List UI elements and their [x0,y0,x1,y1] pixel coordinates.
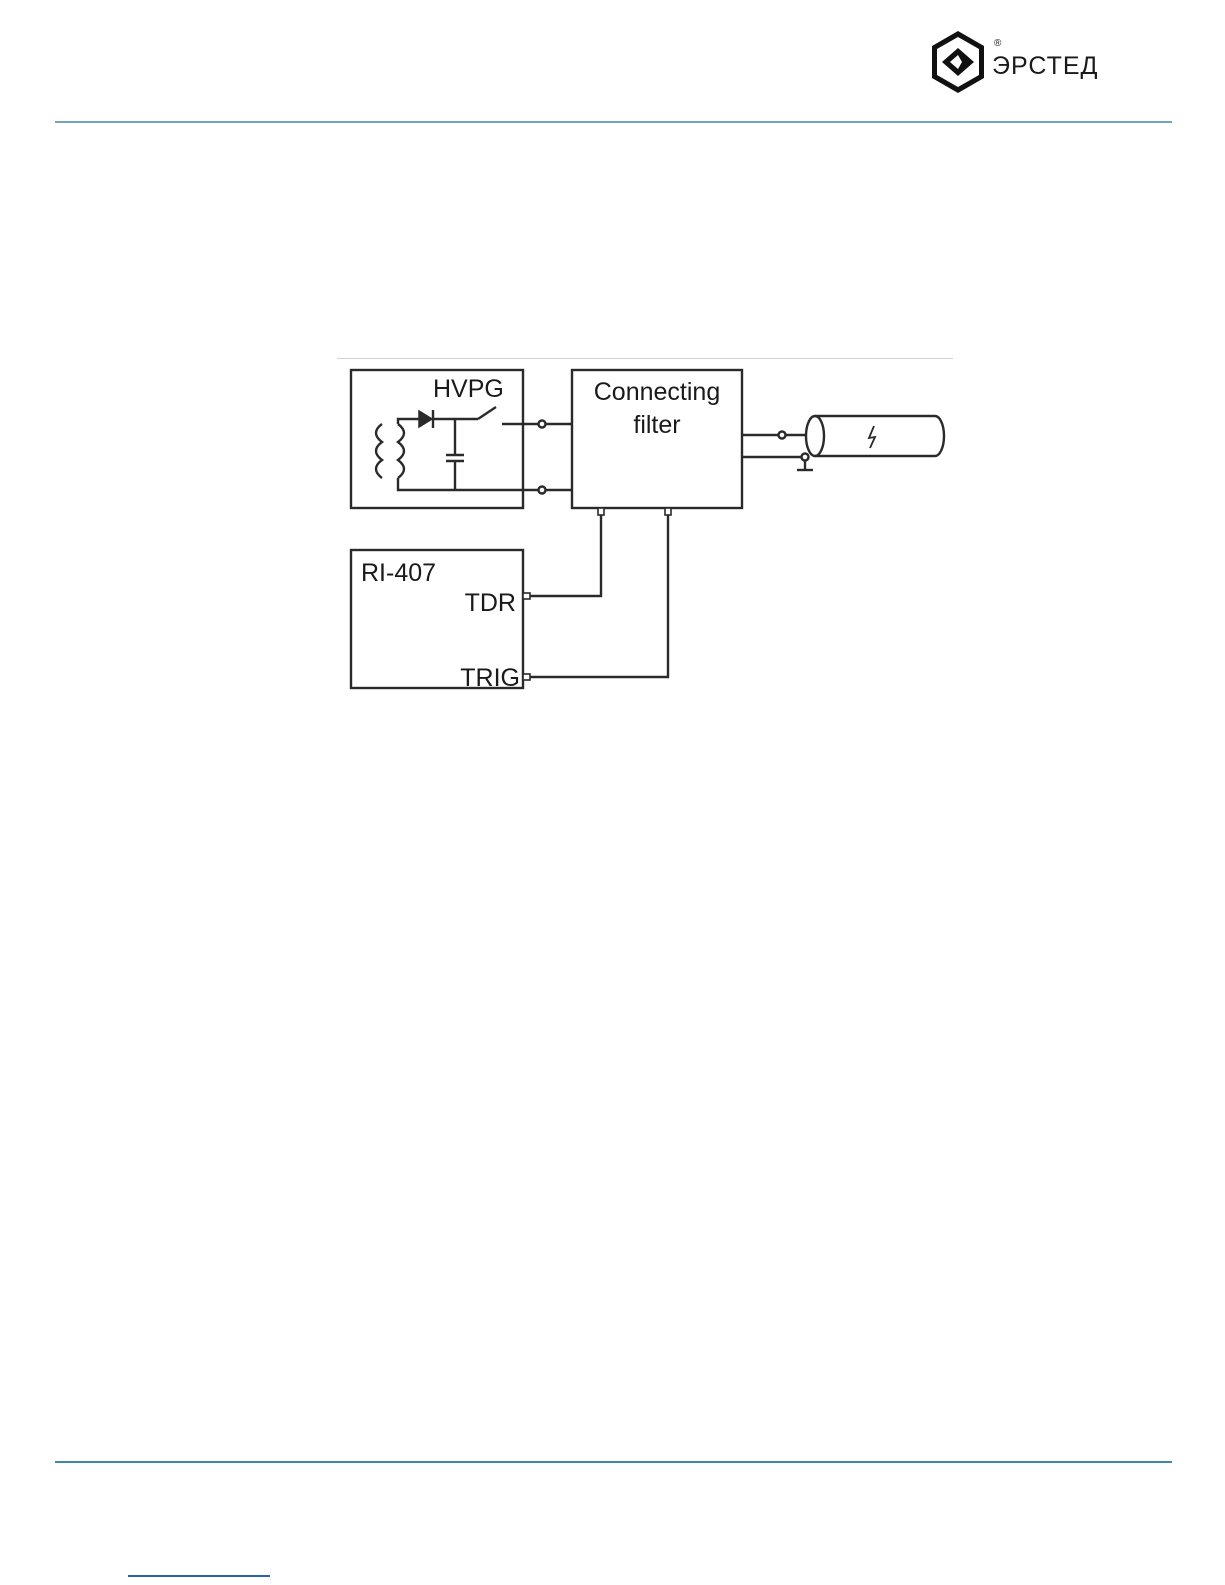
footer-rule [55,1461,1172,1463]
ri407-label: RI-407 [361,559,436,587]
tdr-connector [523,593,530,599]
tdr-label: TDR [465,589,516,617]
filter-tdr-connector [598,508,604,515]
diode [419,411,432,427]
cable-terminal [779,432,786,439]
footer-link-underline[interactable] [128,1575,270,1577]
filter-trig-connector [665,508,671,515]
hvpg-label: HVPG [433,375,504,403]
hv-switch [478,407,496,419]
tdr-wire [530,515,601,596]
hvpg-terminal-bottom [539,487,546,494]
filter-label-line2: filter [633,411,680,439]
transformer-secondary-coil [398,424,404,478]
transformer-primary-coil [376,424,382,478]
trig-label: TRIG [460,664,520,692]
cable [815,416,944,456]
filter-label-line1: Connecting [594,378,720,406]
trig-connector [523,674,530,680]
fault-icon [869,426,875,448]
hvpg-terminal-top [539,421,546,428]
